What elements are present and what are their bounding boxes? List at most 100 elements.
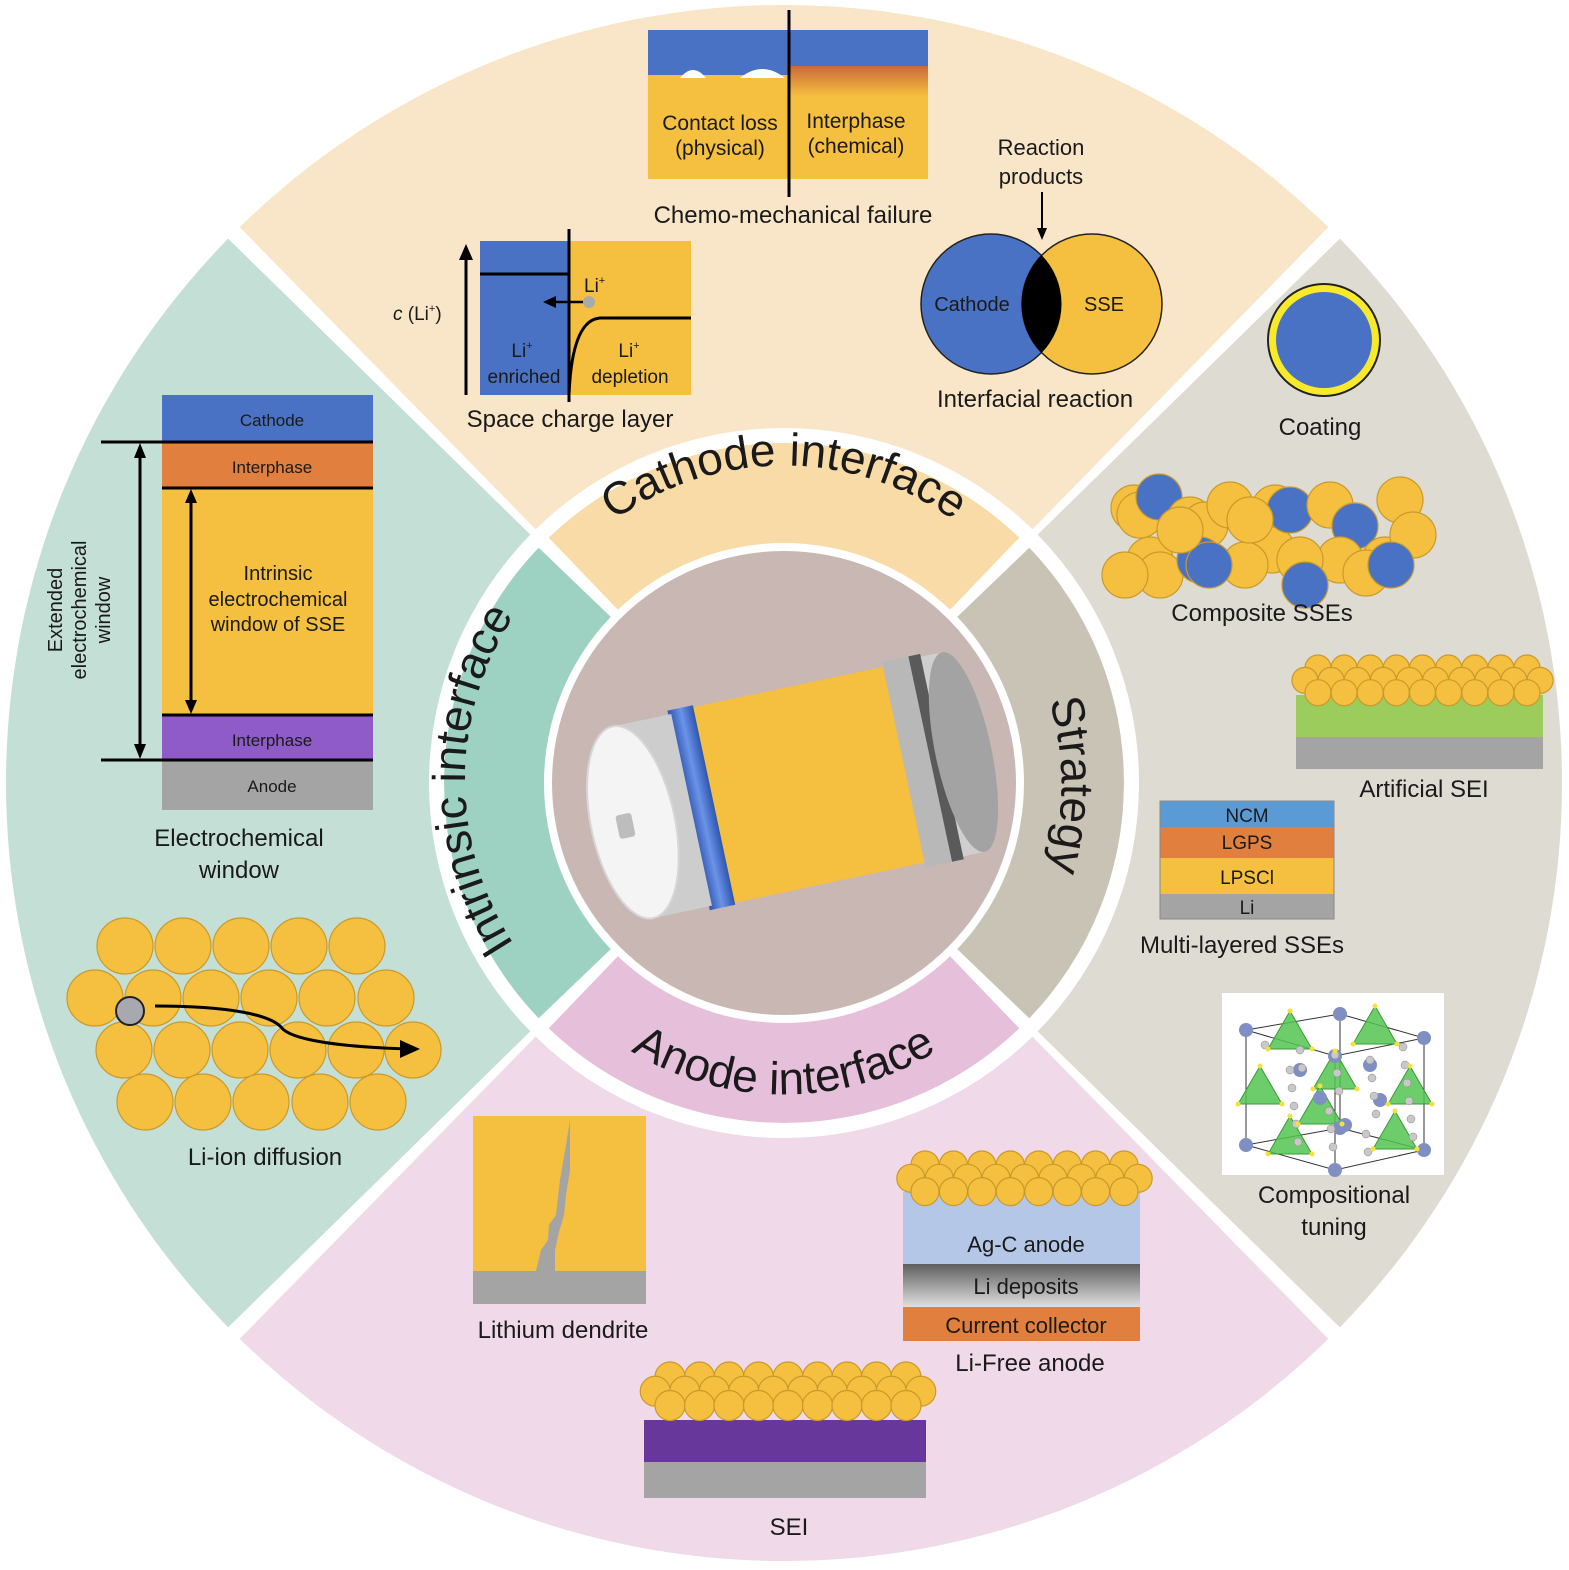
anode-ring xyxy=(548,956,1020,1123)
extended-window-label-3: window xyxy=(93,576,115,644)
intrinsic-window-label-2: electrochemical xyxy=(209,589,348,611)
packed-sphere xyxy=(1330,679,1358,707)
anion-atom xyxy=(1392,1108,1398,1114)
lithium-dendrite-diagram: Lithium dendrite xyxy=(473,1116,648,1344)
packed-sphere xyxy=(713,1389,745,1422)
packed-sphere xyxy=(1024,1176,1054,1207)
interfacial-reaction-caption: Interfacial reaction xyxy=(937,386,1133,413)
electrochemical-window-diagram: Cathode Interphase Intrinsic electrochem… xyxy=(45,395,373,884)
artificial-sei-caption: Artificial SEI xyxy=(1359,776,1488,803)
li-ion-label: Li+ xyxy=(584,275,605,297)
extended-window-label-2: electrochemical xyxy=(69,541,91,680)
anion-atom xyxy=(1287,1113,1293,1119)
ring-sectors xyxy=(430,429,1138,1137)
packed-sphere xyxy=(1487,679,1515,707)
anion-atom xyxy=(1309,1151,1315,1157)
li-atom xyxy=(1402,1078,1412,1088)
packed-sphere xyxy=(995,1176,1025,1207)
battery-cell-icon xyxy=(586,652,999,920)
sei-caption: SEI xyxy=(770,1514,809,1541)
lattice-sphere xyxy=(349,1073,407,1131)
layer-lpscl: LPSCl xyxy=(1220,868,1274,889)
li-atom xyxy=(1406,1114,1416,1124)
cathode-circle-label: Cathode xyxy=(934,294,1010,316)
anion-atom xyxy=(1265,1046,1271,1052)
layer-current-collector: Current collector xyxy=(945,1313,1106,1338)
anion-atom xyxy=(1339,1121,1345,1127)
physical-label: (physical) xyxy=(675,137,765,160)
anion-atom xyxy=(1429,1101,1435,1107)
li-ion-diffusion-caption: Li-ion diffusion xyxy=(188,1144,342,1171)
li-atom xyxy=(1365,1055,1375,1065)
li-atom xyxy=(1371,1109,1381,1119)
layer-lgps: LGPS xyxy=(1222,833,1273,854)
anion-atom xyxy=(1370,1146,1376,1152)
packed-sphere xyxy=(967,1176,997,1207)
coating-diagram: Coating xyxy=(1267,283,1381,441)
coating-caption: Coating xyxy=(1279,414,1362,441)
cathode-ring xyxy=(548,442,1020,610)
packed-sphere xyxy=(1461,679,1489,707)
packed-sphere xyxy=(654,1389,686,1422)
anion-atom xyxy=(1372,1003,1378,1009)
lithium-dendrite-caption: Lithium dendrite xyxy=(478,1317,649,1344)
packed-sphere xyxy=(772,1389,804,1422)
anion-atom xyxy=(1385,1101,1391,1107)
li-atom xyxy=(1363,1147,1373,1157)
metal-atom xyxy=(1239,1138,1253,1152)
cathode-particle xyxy=(1367,541,1415,589)
packed-sphere xyxy=(1356,679,1384,707)
anion-atom xyxy=(1235,1101,1241,1107)
metal-atom xyxy=(1338,1118,1352,1132)
anion-atom xyxy=(1279,1101,1285,1107)
tetrahedron xyxy=(1237,1065,1283,1105)
metal-atom xyxy=(1333,1007,1347,1021)
lattice-sphere xyxy=(174,1073,232,1131)
anion-atom xyxy=(1414,1146,1420,1152)
packed-sphere xyxy=(1109,1176,1139,1207)
anion-atom xyxy=(1309,1046,1315,1052)
ring-separator xyxy=(430,429,1138,1137)
chemo-mechanical-failure-diagram: Contact loss (physical) Interphase (chem… xyxy=(648,10,932,229)
lattice-sphere xyxy=(182,969,240,1027)
products-label: products xyxy=(999,164,1083,189)
compositional-caption-1: Compositional xyxy=(1258,1182,1410,1209)
packed-sphere xyxy=(1052,1176,1082,1207)
sse-particle xyxy=(1101,551,1149,599)
li-ion-diffusion-diagram: Li-ion diffusion xyxy=(66,917,442,1171)
crystal-structure-icon xyxy=(1235,1003,1435,1177)
lattice-sphere xyxy=(116,1073,174,1131)
lattice-sphere xyxy=(270,917,328,975)
li-atom xyxy=(1297,1063,1307,1073)
lattice-sphere xyxy=(240,969,298,1027)
li-atom xyxy=(1328,1142,1338,1152)
lattice-sphere xyxy=(96,917,154,975)
li-atom xyxy=(1287,1083,1297,1093)
packed-sphere xyxy=(742,1389,775,1422)
lattice-sphere xyxy=(211,1021,269,1079)
intrinsic-ring xyxy=(444,547,611,1019)
anion-atom xyxy=(1257,1063,1263,1069)
enriched-label: enriched xyxy=(488,367,561,388)
li-atom xyxy=(1408,1132,1418,1142)
compositional-tuning-diagram: Compositional tuning xyxy=(1222,993,1444,1241)
packed-sphere xyxy=(1304,679,1332,707)
tetrahedron xyxy=(1372,1110,1418,1150)
artificial-sei-diagram: Artificial SEI xyxy=(1291,654,1554,803)
layer-li-deposits: Li deposits xyxy=(973,1274,1078,1299)
sse-circle-label: SSE xyxy=(1084,294,1124,316)
chemo-mechanical-caption: Chemo-mechanical failure xyxy=(654,202,933,229)
depletion-li-label: Li+ xyxy=(618,340,639,362)
multi-layered-sse-diagram: NCM LGPS LPSCl Li Multi-layered SSEs xyxy=(1140,800,1344,959)
packed-sphere xyxy=(860,1389,893,1422)
sse-particle xyxy=(1156,506,1204,554)
cathode-sector xyxy=(239,4,1329,530)
electrochemical-window-caption-1: Electrochemical xyxy=(154,825,323,852)
packed-sphere xyxy=(1513,679,1541,707)
enriched-li-label: Li+ xyxy=(511,340,532,362)
lattice-sphere xyxy=(95,1021,153,1079)
lattice-sphere xyxy=(154,917,212,975)
lattice-sphere xyxy=(232,1073,290,1131)
li-atom xyxy=(1293,1137,1303,1147)
